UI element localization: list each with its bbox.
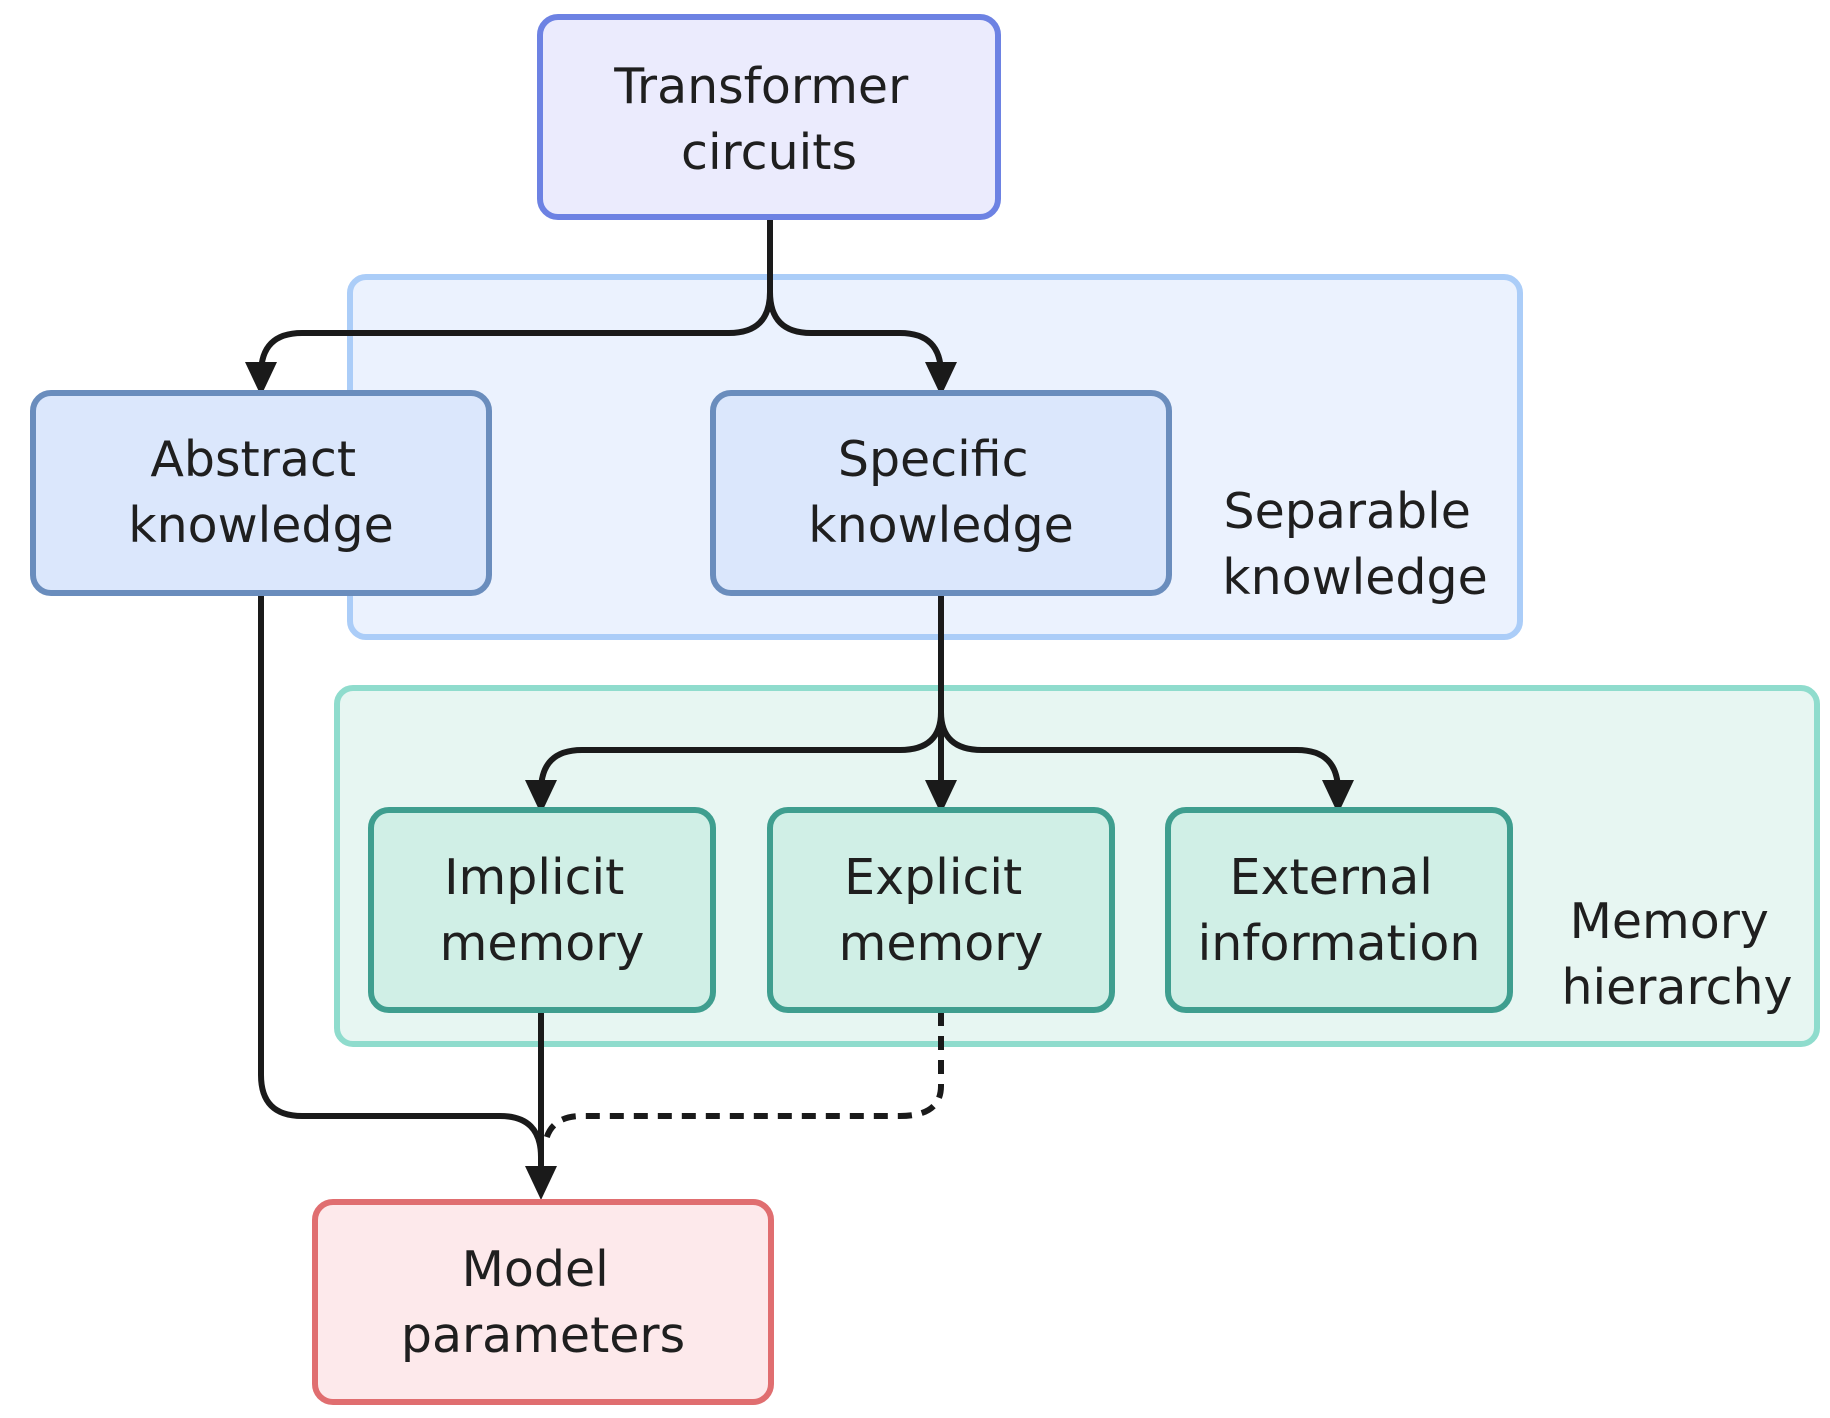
node-explicit-line1: Explicit (844, 849, 1022, 906)
group-memory-label: Memory hierarchy (1561, 893, 1792, 1016)
edge-transformer-to-abstract (258, 216, 773, 377)
node-model-parameters: Model parameters (312, 1199, 774, 1405)
node-params-label: Model parameters (401, 1241, 685, 1364)
edges (245, 216, 1354, 1200)
node-transformer-circuits: Transformer circuits (537, 14, 1001, 220)
edge-explicit-to-params (542, 1012, 944, 1146)
node-transformer-box (537, 14, 1001, 220)
node-implicit-box (368, 807, 716, 1013)
group-separable-label-line2: knowledge (1222, 549, 1488, 606)
node-abstract-line2: knowledge (128, 497, 394, 554)
node-abstract-box (30, 390, 492, 596)
arrowhead-abstract (245, 362, 277, 396)
node-external-label: External information (1198, 849, 1481, 972)
edge-transformer-to-specific (767, 289, 944, 377)
group-separable-label: Separable knowledge (1222, 483, 1488, 606)
node-external-box (1165, 807, 1513, 1013)
group-memory-label-line2: hierarchy (1561, 959, 1792, 1016)
node-abstract-line1: Abstract (150, 431, 356, 488)
node-external-information: External information (1165, 807, 1513, 1013)
node-external-line2: information (1198, 915, 1481, 972)
node-specific-knowledge: Specific knowledge (710, 390, 1172, 596)
group-memory-label-line1: Memory (1570, 893, 1769, 950)
node-explicit-memory: Explicit memory (767, 807, 1115, 1013)
arrowhead-implicit (525, 780, 557, 814)
node-implicit-line2: memory (440, 915, 645, 972)
arrowhead-external (1322, 780, 1354, 814)
node-specific-box (710, 390, 1172, 596)
node-explicit-label: Explicit memory (839, 849, 1044, 972)
node-params-box (312, 1199, 774, 1405)
arrowhead-params (525, 1166, 557, 1200)
node-params-line1: Model (462, 1241, 609, 1298)
node-implicit-label: Implicit memory (440, 849, 645, 972)
node-explicit-box (767, 807, 1115, 1013)
arrowhead-explicit (925, 780, 957, 814)
node-specific-line2: knowledge (808, 497, 1074, 554)
node-abstract-label: Abstract knowledge (128, 431, 394, 554)
node-external-line1: External (1230, 849, 1433, 906)
node-abstract-knowledge: Abstract knowledge (30, 390, 492, 596)
node-transformer-line2: circuits (681, 124, 857, 181)
edge-specific-to-external (938, 709, 1341, 794)
node-specific-line1: Specific (838, 431, 1029, 488)
node-specific-label: Specific knowledge (808, 431, 1074, 554)
node-params-line2: parameters (401, 1307, 685, 1364)
node-implicit-memory: Implicit memory (368, 807, 716, 1013)
node-implicit-line1: Implicit (444, 849, 624, 906)
node-explicit-line2: memory (839, 915, 1044, 972)
arrowhead-specific (925, 362, 957, 396)
group-separable-label-line1: Separable (1224, 483, 1471, 540)
node-transformer-line1: Transformer (613, 58, 909, 115)
node-transformer-label: Transformer circuits (613, 58, 924, 181)
